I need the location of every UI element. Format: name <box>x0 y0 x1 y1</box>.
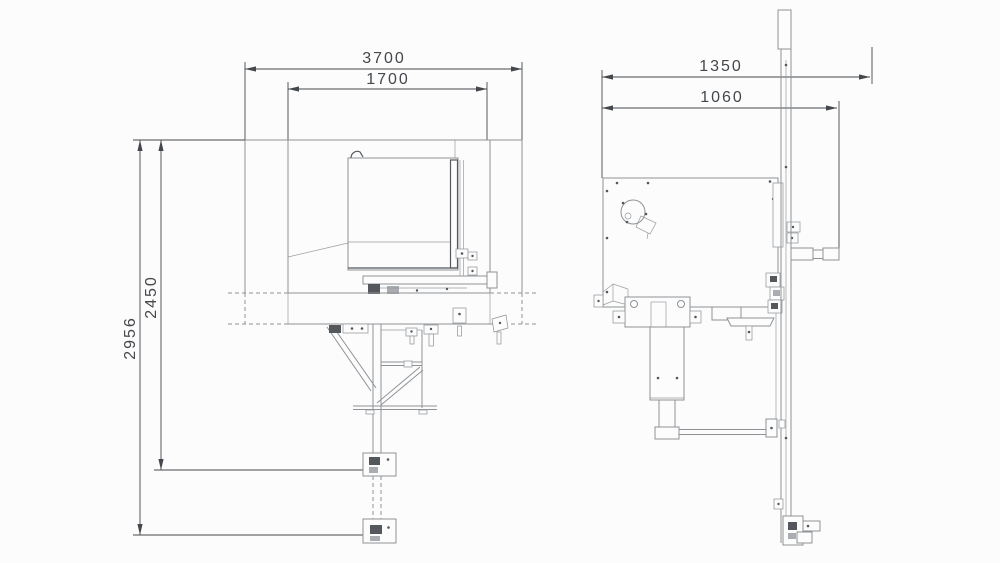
dimension-label-body-depth: 1060 <box>700 89 744 106</box>
side-mast <box>773 9 840 546</box>
cabinet-handle <box>350 150 364 159</box>
side-clamp-cylinder <box>612 296 778 440</box>
actuator-rod <box>679 429 766 435</box>
corner-bracket <box>602 283 629 306</box>
cylinder-body <box>649 326 685 401</box>
mast-arm <box>790 247 840 261</box>
front-cabinet <box>287 150 459 271</box>
front-view: 3700 1700 2450 2956 <box>122 50 538 544</box>
diagonal-brace <box>326 324 377 392</box>
mast-cap <box>777 9 792 50</box>
side-cabinet <box>593 177 779 308</box>
front-column-rail <box>455 160 478 278</box>
side-view: 1350 1060 <box>593 9 873 546</box>
side-carriage <box>765 182 801 419</box>
mounting-plate <box>624 296 691 328</box>
dimension-label-working-height: 2450 <box>143 275 160 319</box>
arm-clamp <box>368 284 380 294</box>
side-dimensions: 1350 1060 <box>601 47 873 251</box>
dimension-label-overall-height: 2956 <box>122 316 139 360</box>
front-dimensions: 3700 1700 2450 2956 <box>122 50 523 536</box>
motor-fan <box>620 199 657 240</box>
front-gantry-frame <box>244 139 523 293</box>
mast-foot <box>782 515 821 546</box>
front-boom-arm <box>362 271 498 294</box>
front-support-structure <box>326 323 439 453</box>
front-column-feet <box>362 452 397 544</box>
dimension-label-overall-depth: 1350 <box>699 58 743 75</box>
dimension-label-opening-width: 1700 <box>366 71 410 88</box>
front-table <box>228 292 538 325</box>
front-edge-units <box>452 307 509 345</box>
side-press-foot <box>711 306 775 341</box>
dimension-label-overall-width: 3700 <box>362 50 406 67</box>
